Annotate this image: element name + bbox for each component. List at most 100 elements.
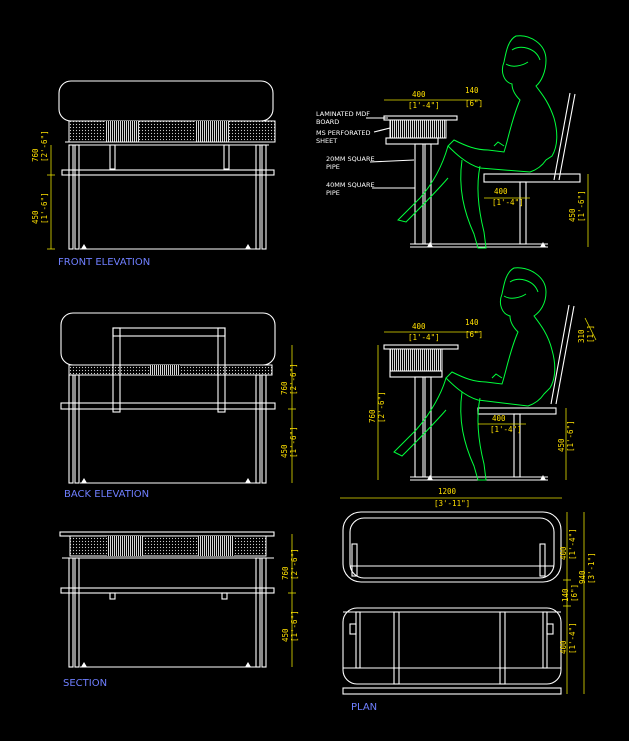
foot (427, 475, 433, 480)
seat-post (519, 181, 527, 245)
note-mdf-1: LAMINATED MDF (316, 110, 370, 118)
seat-post-plan (499, 611, 506, 685)
backrest-plan (342, 687, 562, 695)
desk-drawer (389, 348, 443, 372)
dim-1200-ft: [3'-11"] (434, 499, 470, 508)
dim-400b-ft: [1'-4"] (492, 198, 524, 207)
desk-top (383, 115, 458, 121)
seat (477, 407, 557, 415)
backrest (553, 92, 571, 181)
dim-310-ft: [1'] (586, 325, 595, 343)
leg (68, 557, 74, 668)
dim-140: 140 (465, 318, 479, 327)
seat-cushion-outline (58, 80, 274, 122)
leg (255, 557, 261, 668)
dim-760-ft: [2'-6"] (40, 130, 49, 162)
desk-top-plan (342, 511, 562, 583)
dim-140-ft: [6"] (570, 584, 579, 602)
dim-140: 140 (465, 86, 479, 95)
foot (540, 242, 546, 247)
back-elevation-label: BACK ELEVATION (64, 489, 149, 500)
dim-940-ft: [3'-1"] (587, 552, 596, 584)
back-elevation: 760 [2'-6"] 450 [1'-6"] BACK ELEVATION (60, 312, 298, 500)
backrest (558, 93, 576, 181)
dim-line (584, 317, 597, 341)
leg (261, 557, 267, 668)
seat-post (513, 413, 521, 478)
perforated-panel (69, 535, 267, 557)
dim-450-ft: [1'-6"] (290, 610, 299, 642)
dim-760: 760 (280, 381, 289, 395)
desk-post (414, 143, 424, 245)
slot-panel (195, 121, 229, 142)
dim-400-ft: [1'-4"] (408, 333, 440, 342)
seat-bar (60, 402, 276, 410)
desk-top (383, 344, 459, 350)
bracket (109, 144, 116, 170)
seat-bar (61, 169, 275, 176)
note-pipe40-2: PIPE (326, 189, 340, 197)
dim-400: 400 (412, 90, 426, 99)
note-ms-1: MS PERFORATED (316, 129, 370, 137)
foot (245, 478, 251, 483)
dim-760: 760 (31, 148, 40, 162)
note-pipe20-2: PIPE (326, 163, 340, 171)
dim-450-ft: [1'-6"] (40, 192, 49, 224)
seat-plan (342, 607, 562, 685)
dim-400a: 400 (559, 546, 568, 560)
side-section-top: LAMINATED MDF BOARD MS PERFORATED SHEET … (316, 35, 589, 249)
front-elevation-label: FRONT ELEVATION (58, 257, 150, 268)
foot (427, 242, 433, 247)
dim-400a-ft: [1'-4"] (568, 528, 577, 560)
plan-label: PLAN (351, 702, 377, 713)
backrest-post (112, 327, 121, 413)
foot (245, 662, 251, 667)
dim-760-ft: [2'-6"] (377, 391, 386, 423)
foot (81, 478, 87, 483)
perforated-panel (68, 120, 276, 143)
drawer-base (385, 137, 439, 145)
slot-panel (107, 536, 143, 556)
slot-panel (105, 121, 139, 142)
desk-inner-plan (349, 517, 555, 579)
backrest-frame (112, 327, 226, 337)
bracket (221, 592, 228, 600)
note-pipe40-1: 40MM SQUARE (326, 181, 375, 189)
seat (483, 173, 581, 183)
seat-rail (355, 611, 361, 669)
leg (261, 374, 267, 484)
section-label: SECTION (63, 678, 107, 689)
bracket (223, 144, 230, 170)
note-mdf-2: BOARD (316, 118, 339, 126)
leg (74, 557, 80, 668)
foot (81, 244, 87, 249)
dim-760-ft: [2'-6"] (290, 548, 299, 580)
clip (349, 623, 357, 635)
note-pipe20-1: 20MM SQUARE (326, 155, 375, 163)
dim-450-ft: [1'-6"] (577, 190, 586, 222)
dim-400b: 400 (494, 187, 508, 196)
side-section-middle: 400 [1'-4"] 140 [6"] 310 [1'] 760 [2'-6"… (368, 267, 597, 481)
dim-450: 450 (281, 628, 290, 642)
seat-cushion-outline (60, 312, 276, 366)
dim-400b-ft: [1'-4"] (490, 425, 522, 434)
note-ms-2: SHEET (316, 137, 337, 145)
leader (369, 159, 415, 163)
seated-person-figure (397, 35, 558, 249)
dim-400-ft: [1'-4"] (408, 101, 440, 110)
leg (68, 144, 74, 250)
dim-450: 450 (568, 208, 577, 222)
dim-140-ft: [6"] (465, 330, 483, 339)
leader (373, 127, 391, 133)
dim-140-ft: [6"] (465, 99, 483, 108)
backrest (555, 305, 575, 405)
foot (81, 662, 87, 667)
dim-400: 400 (412, 322, 426, 331)
bracket (109, 592, 116, 600)
seat-bar (60, 587, 275, 594)
dim-310: 310 (577, 329, 586, 343)
dim-400b: 400 (492, 414, 506, 423)
dim-400b-ft: [1'-4"] (568, 622, 577, 654)
